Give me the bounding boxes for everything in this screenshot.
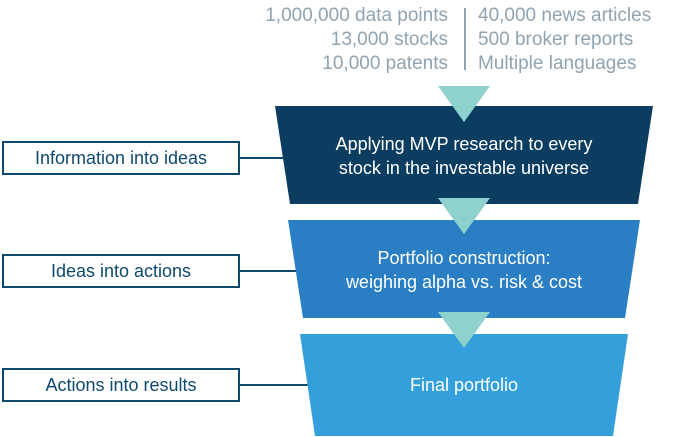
stage-1-line-2: stock in the investable universe (338, 158, 590, 178)
funnel-stage-1 (275, 106, 653, 204)
funnel-stage-2 (288, 220, 640, 318)
arrow-down-icon-bottom (438, 312, 490, 348)
stat-patents: 10,000 patents (322, 53, 448, 74)
stats-left-column: 1,000,000 data points 13,000 stocks 10,0… (265, 4, 448, 76)
stats-divider (464, 8, 466, 70)
stage-1-text: Applying MVP research to every stock in … (300, 132, 628, 180)
label-actions-into-results: Actions into results (2, 368, 240, 402)
funnel-stage-3 (300, 334, 628, 436)
stage-2-text: Portfolio construction: weighing alpha v… (300, 246, 628, 294)
stat-languages: Multiple languages (478, 53, 637, 74)
stats-right-column: 40,000 news articles 500 broker reports … (478, 4, 651, 76)
stat-broker-reports: 500 broker reports (478, 29, 634, 50)
stage-2-line-2: weighing alpha vs. risk & cost (345, 272, 583, 292)
stage-3-text: Final portfolio (300, 373, 628, 397)
arrow-down-icon-middle (438, 198, 490, 234)
stat-stocks: 13,000 stocks (330, 29, 448, 50)
stat-news-articles: 40,000 news articles (478, 5, 652, 26)
label-ideas-into-actions: Ideas into actions (2, 254, 240, 288)
arrow-down-icon-top (438, 86, 490, 122)
stage-1-line-1: Applying MVP research to every (335, 134, 593, 154)
stage-3-line-1: Final portfolio (409, 375, 519, 395)
stat-data-points: 1,000,000 data points (265, 5, 448, 26)
label-information-into-ideas: Information into ideas (2, 141, 240, 175)
stage-2-line-1: Portfolio construction: (377, 248, 551, 268)
